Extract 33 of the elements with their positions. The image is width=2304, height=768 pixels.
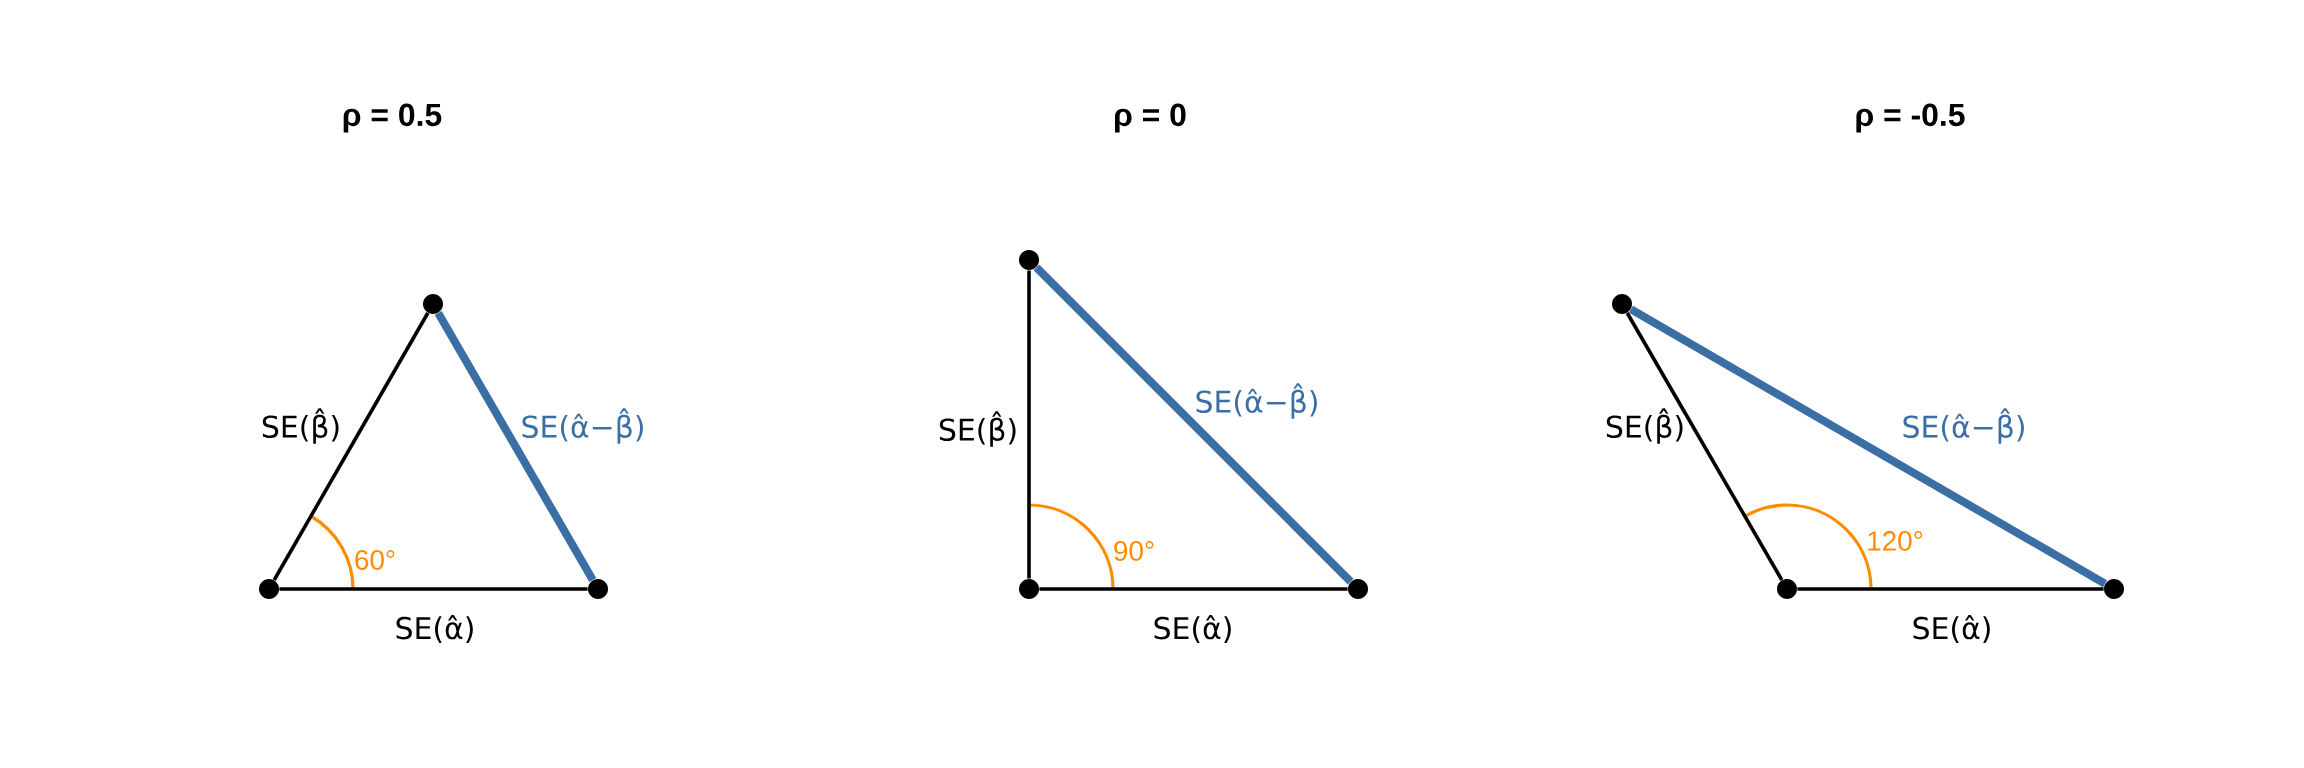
triangle-side: [272, 312, 430, 581]
vertex-dot: [423, 294, 443, 314]
triangle-side: [434, 311, 597, 582]
edge-label: SE(α̂): [1913, 615, 1990, 643]
edge-label: SE(α̂): [396, 615, 473, 643]
panel-title: ρ = -0.5: [1856, 103, 1965, 133]
triangle-side: [1629, 305, 2108, 588]
edge-label: SE(α̂−β̂): [1196, 383, 1317, 419]
edge-label: SE(β̂): [262, 408, 339, 444]
triangle-side: [1039, 587, 1348, 591]
vertex-dot: [1019, 250, 1039, 270]
edge-label: SE(α̂): [1154, 615, 1231, 643]
angle-label: 90°: [1114, 541, 1154, 561]
triangle-side: [1625, 312, 1784, 581]
vertex-dot: [1777, 579, 1797, 599]
vertex-dot: [2104, 579, 2124, 599]
triangle-side: [1033, 264, 1354, 585]
triangle-side: [1797, 587, 2104, 591]
edge-label: SE(β̂): [1606, 408, 1683, 444]
panel-title: ρ = 0: [1115, 103, 1186, 133]
triangle-side: [279, 587, 588, 591]
vertex-dot: [1612, 294, 1632, 314]
vertex-dot: [588, 579, 608, 599]
vertex-dot: [1019, 579, 1039, 599]
angle-label: 60°: [355, 550, 395, 570]
edge-label: SE(α̂−β̂): [522, 408, 643, 444]
triangle-side: [1027, 270, 1031, 579]
panel-title: ρ = 0.5: [343, 103, 442, 133]
edge-label: SE(β̂): [939, 411, 1016, 447]
edge-label: SE(α̂−β̂): [1903, 408, 2024, 444]
vertex-dot: [1348, 579, 1368, 599]
angle-label: 120°: [1868, 531, 1923, 551]
vertex-dot: [259, 579, 279, 599]
